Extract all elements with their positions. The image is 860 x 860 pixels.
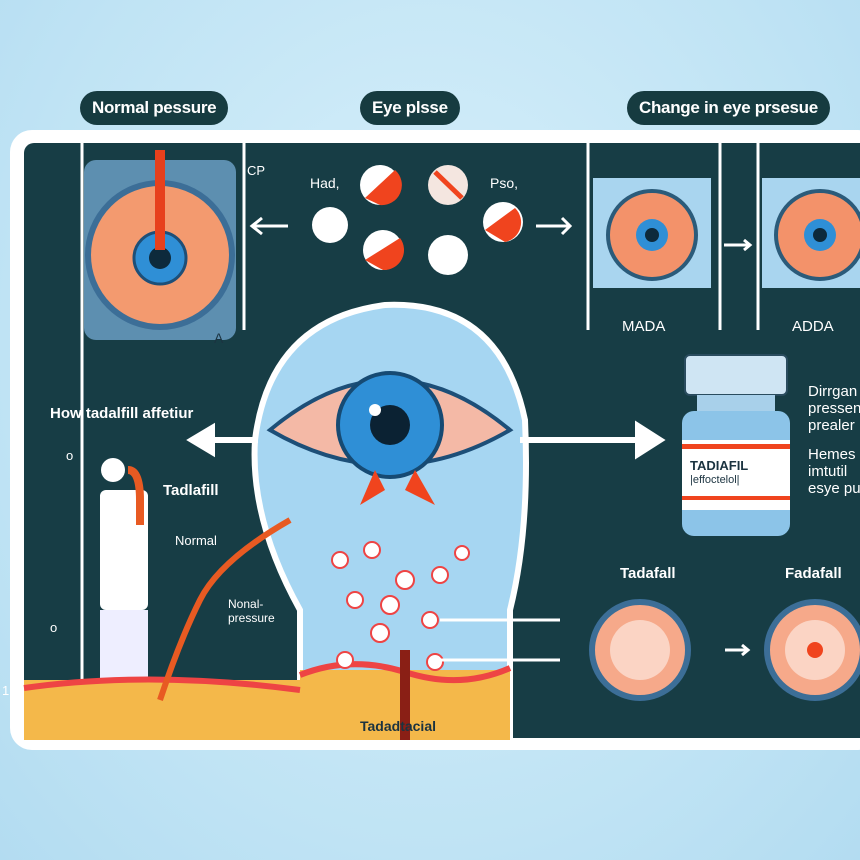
bottle-title: TADIAFIL (690, 458, 749, 473)
right-description: Dirrgan pressen prealer Hemes imtutil es… (808, 383, 860, 497)
right-text-line: pressen (808, 400, 860, 417)
fadafall-label: Fadafall (785, 565, 842, 582)
bottom-right-eyes (589, 599, 860, 701)
right-text-line: prealer (808, 417, 855, 434)
right-text-line: esye pu (808, 480, 860, 497)
skin-layer-left (23, 517, 301, 740)
marker-o-2: o (50, 620, 58, 635)
how-tadalafil-heading: How tadalfill affetiur (50, 405, 194, 422)
doctor-figure (100, 458, 148, 690)
tadalafil-bottle (682, 354, 790, 536)
panel-dividers (80, 143, 760, 740)
main-arrows (186, 420, 666, 662)
particle-bubbles (331, 541, 470, 671)
tadalafil-label: Tadlafill (163, 482, 219, 499)
normal-pressure-eye (84, 150, 236, 340)
header-change-eye-pressure: Change in eye prsesue (627, 91, 830, 125)
normal-label: Normal (175, 533, 217, 548)
right-text-line: Hemes (808, 446, 856, 463)
bottom-tadalafil-label: Tadadtacial (360, 718, 436, 734)
corner-a-label: A (214, 330, 224, 346)
tadafall-label: Tadafall (620, 565, 676, 582)
bottle-subtitle: |effoctelol| (690, 474, 740, 486)
eye-pressure-pills (312, 165, 523, 275)
top-arrows (249, 216, 753, 252)
marker-o-1: o (66, 448, 74, 463)
had-label: Had, (310, 175, 340, 191)
right-text-line: Dirrgan (808, 383, 858, 400)
normal-pressure-label: Nonal- pressure (228, 597, 275, 625)
mada-label: MADA (622, 318, 666, 335)
adda-label: ADDA (792, 318, 834, 335)
central-eye-bulb (251, 301, 529, 743)
change-eye-boxes (593, 178, 860, 288)
cp-label: CP (247, 163, 266, 178)
header-eye-pressure: Eye plsse (360, 91, 460, 125)
right-text-line: imtutil (808, 463, 848, 480)
header-normal-pressure: Normal pessure (80, 91, 229, 125)
pso-label: Pso, (490, 175, 519, 191)
marker-1: 1 (2, 683, 10, 698)
